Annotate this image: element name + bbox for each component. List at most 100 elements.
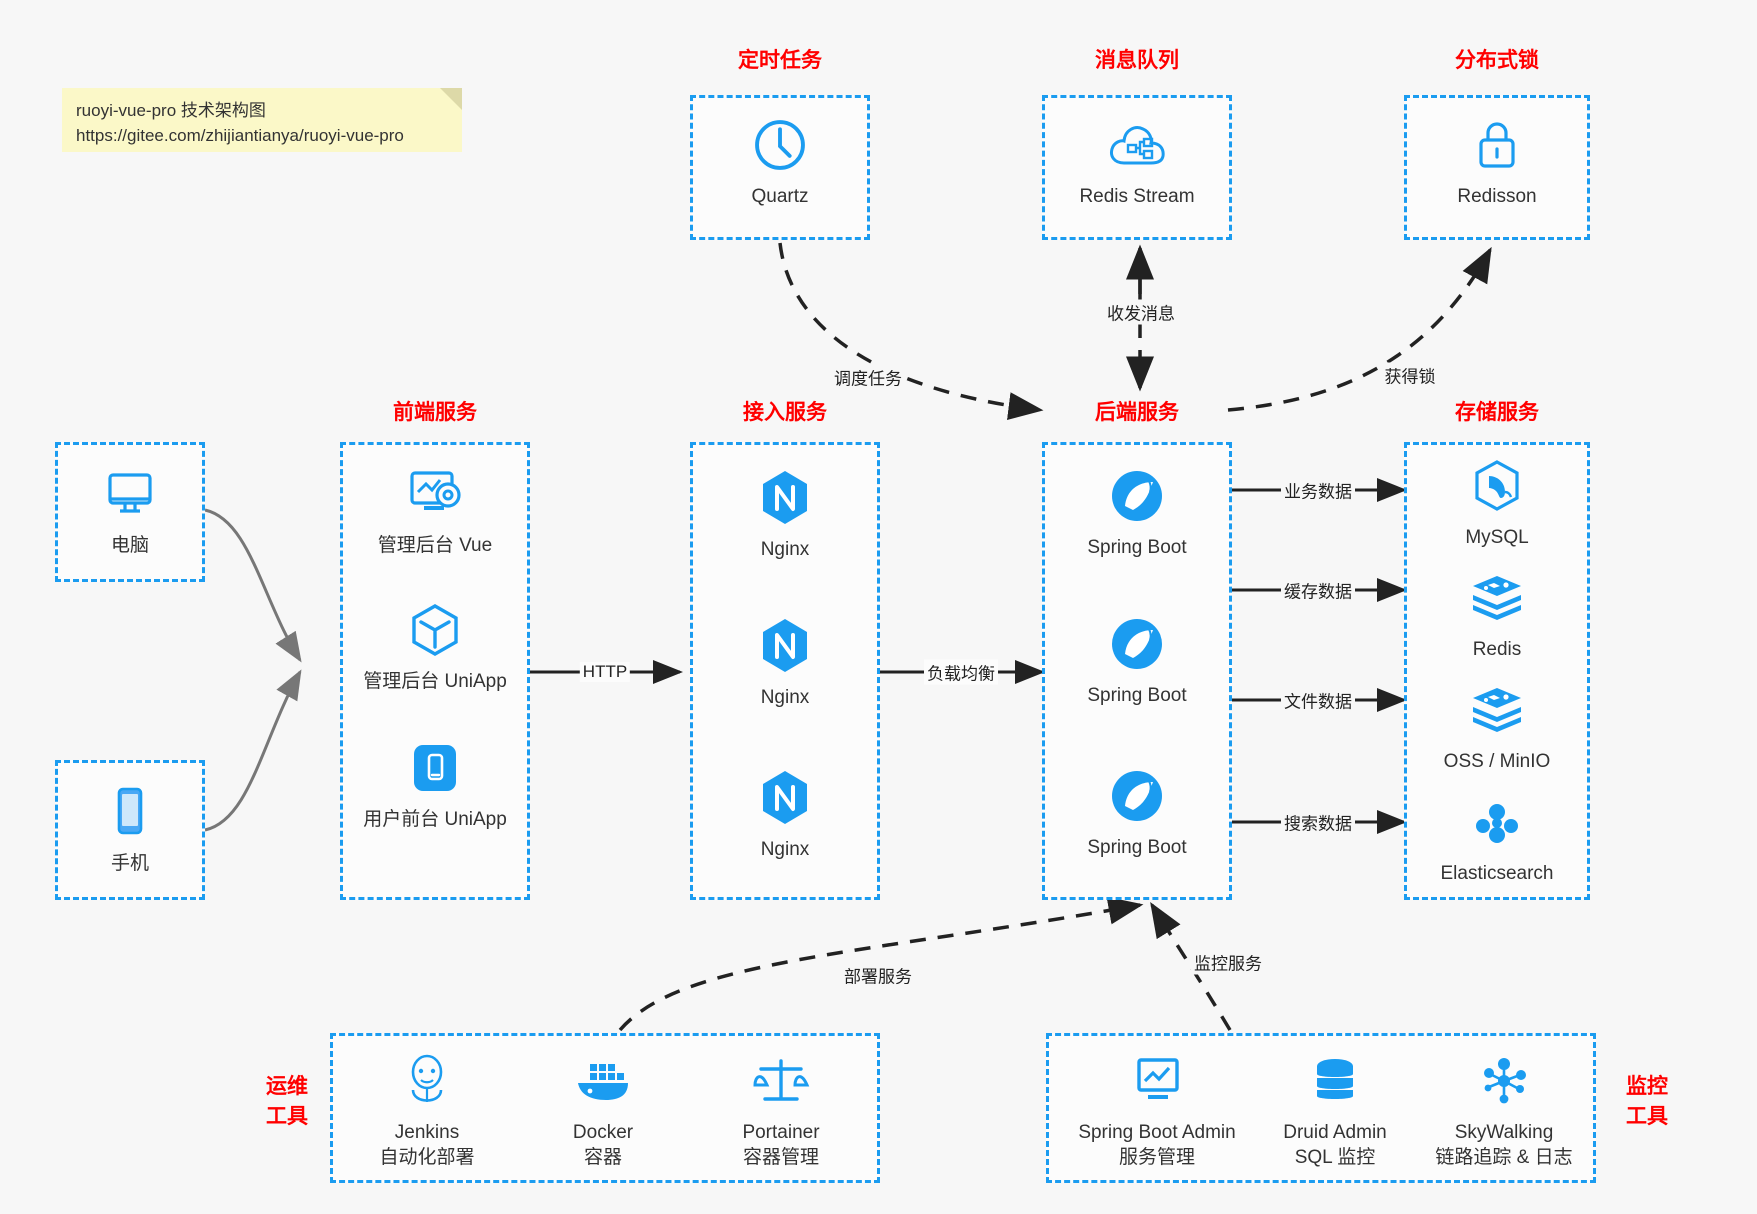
group-title-ops-tools: 运维 工具 [252, 1072, 322, 1132]
node-label: Spring Boot [1087, 537, 1187, 558]
clock-icon [693, 112, 867, 178]
mobile-phone-icon [58, 779, 202, 845]
node-label: 管理后台 UniApp [363, 671, 507, 692]
monitor-title-line-1: 监控 [1626, 1075, 1668, 1098]
node-label: OSS / MinIO [1443, 751, 1551, 772]
node-druid-admin[interactable]: Druid Admin SQL 监控 [1245, 1048, 1425, 1170]
node-label: Portainer [742, 1122, 820, 1143]
note-line-2: https://gitee.com/zhijiantianya/ruoyi-vu… [76, 126, 404, 145]
node-skywalking[interactable]: SkyWalking 链路追踪 & 日志 [1409, 1048, 1599, 1170]
group-monitor-tools[interactable]: Spring Boot Admin 服务管理 Druid Admin SQL 监… [1046, 1033, 1596, 1183]
elasticsearch-icon [1407, 789, 1587, 855]
group-frontend[interactable]: 管理后台 Vue 管理后台 UniApp 用户前台 UniApp [340, 442, 530, 900]
node-computer[interactable]: 电脑 [58, 461, 202, 558]
edge-label-deploy-service: 部署服务 [841, 962, 915, 988]
redis-stack-icon [1407, 565, 1587, 631]
node-label: Druid Admin [1283, 1122, 1387, 1143]
spring-leaf-icon [1045, 463, 1229, 529]
group-message-queue[interactable]: Redis Stream [1042, 95, 1232, 240]
nginx-icon [693, 465, 877, 531]
node-quartz[interactable]: Quartz [693, 112, 867, 209]
node-label: Nginx [760, 687, 810, 708]
node-redisson[interactable]: Redisson [1407, 112, 1587, 209]
node-redis-stream[interactable]: Redis Stream [1045, 112, 1229, 209]
ops-title-line-1: 运维 [266, 1075, 308, 1098]
node-sublabel: 服务管理 [1118, 1147, 1195, 1168]
node-sublabel: 容器管理 [742, 1147, 819, 1168]
mysql-dolphin-icon [1407, 453, 1587, 519]
note-line-1: ruoyi-vue-pro 技术架构图 [76, 101, 266, 120]
group-title-distributed-lock: 分布式锁 [1455, 49, 1539, 72]
node-label: Spring Boot Admin [1078, 1122, 1236, 1143]
node-jenkins[interactable]: Jenkins 自动化部署 [347, 1048, 507, 1170]
group-title-gateway: 接入服务 [743, 401, 827, 424]
edge-label-business-data: 业务数据 [1281, 477, 1355, 503]
node-label: MySQL [1465, 527, 1529, 548]
node-docker[interactable]: Docker 容器 [523, 1048, 683, 1170]
database-cylinder-icon [1245, 1048, 1425, 1114]
node-label: Redisson [1457, 186, 1537, 207]
group-storage[interactable]: MySQL Redis [1404, 442, 1590, 900]
group-title-backend: 后端服务 [1095, 401, 1179, 424]
node-admin-vue[interactable]: 管理后台 Vue [343, 461, 527, 558]
jenkins-butler-icon [347, 1048, 507, 1114]
group-distributed-lock[interactable]: Redisson [1404, 95, 1590, 240]
node-label: Nginx [760, 539, 810, 560]
group-title-frontend: 前端服务 [393, 401, 477, 424]
node-redis[interactable]: Redis [1407, 565, 1587, 662]
node-label: Elasticsearch [1440, 863, 1554, 884]
edge-label-send-receive-message: 收发消息 [1104, 299, 1178, 325]
edge-label-monitor-service: 监控服务 [1191, 949, 1265, 975]
node-spring-boot-3[interactable]: Spring Boot [1045, 763, 1229, 860]
node-label: 管理后台 Vue [377, 535, 493, 556]
dashboard-gear-icon [343, 461, 527, 527]
node-label: Redis [1472, 639, 1522, 660]
node-nginx-3[interactable]: Nginx [693, 765, 877, 862]
group-device-phone[interactable]: 手机 [55, 760, 205, 900]
node-mysql[interactable]: MySQL [1407, 453, 1587, 550]
nginx-icon [693, 765, 877, 831]
scales-balance-icon [701, 1048, 861, 1114]
group-title-storage: 存储服务 [1455, 401, 1539, 424]
node-spring-boot-2[interactable]: Spring Boot [1045, 611, 1229, 708]
node-phone[interactable]: 手机 [58, 779, 202, 876]
node-label: Docker [572, 1122, 634, 1143]
node-portainer[interactable]: Portainer 容器管理 [701, 1048, 861, 1170]
spring-leaf-icon [1045, 763, 1229, 829]
node-nginx-2[interactable]: Nginx [693, 613, 877, 710]
node-label: Nginx [760, 839, 810, 860]
node-sublabel: 链路追踪 & 日志 [1435, 1147, 1573, 1168]
ops-title-line-2: 工具 [266, 1105, 308, 1128]
node-oss-minio[interactable]: OSS / MinIO [1407, 677, 1587, 774]
group-backend[interactable]: Spring Boot Spring Boot Spring Boot [1042, 442, 1232, 900]
node-label: Spring Boot [1087, 685, 1187, 706]
node-spring-boot-admin[interactable]: Spring Boot Admin 服务管理 [1057, 1048, 1257, 1170]
edge-label-search-data: 搜索数据 [1281, 809, 1355, 835]
desktop-monitor-icon [58, 461, 202, 527]
node-nginx-1[interactable]: Nginx [693, 465, 877, 562]
edge-label-file-data: 文件数据 [1281, 687, 1355, 713]
monitor-chart-icon [1057, 1048, 1257, 1114]
node-user-uniapp[interactable]: 用户前台 UniApp [343, 735, 527, 832]
node-label: Quartz [751, 186, 809, 207]
diagram-note: ruoyi-vue-pro 技术架构图 https://gitee.com/zh… [62, 88, 462, 152]
node-elasticsearch[interactable]: Elasticsearch [1407, 789, 1587, 886]
node-sublabel: SQL 监控 [1294, 1147, 1376, 1168]
group-scheduled-task[interactable]: Quartz [690, 95, 870, 240]
monitor-title-line-2: 工具 [1626, 1105, 1668, 1128]
node-label: 用户前台 UniApp [363, 809, 507, 830]
object-storage-icon [1407, 677, 1587, 743]
node-sublabel: 自动化部署 [379, 1147, 475, 1168]
group-title-monitor-tools: 监控 工具 [1612, 1072, 1682, 1132]
node-label: SkyWalking [1454, 1122, 1554, 1143]
note-fold-corner [440, 88, 462, 110]
node-label: 电脑 [110, 535, 149, 556]
node-spring-boot-1[interactable]: Spring Boot [1045, 463, 1229, 560]
group-gateway[interactable]: Nginx Nginx Nginx [690, 442, 880, 900]
group-device-computer[interactable]: 电脑 [55, 442, 205, 582]
group-title-message-queue: 消息队列 [1095, 49, 1179, 72]
group-ops-tools[interactable]: Jenkins 自动化部署 Docker 容器 [330, 1033, 880, 1183]
edge-label-http: HTTP [579, 662, 631, 682]
lock-icon [1407, 112, 1587, 178]
node-admin-uniapp[interactable]: 管理后台 UniApp [343, 597, 527, 694]
